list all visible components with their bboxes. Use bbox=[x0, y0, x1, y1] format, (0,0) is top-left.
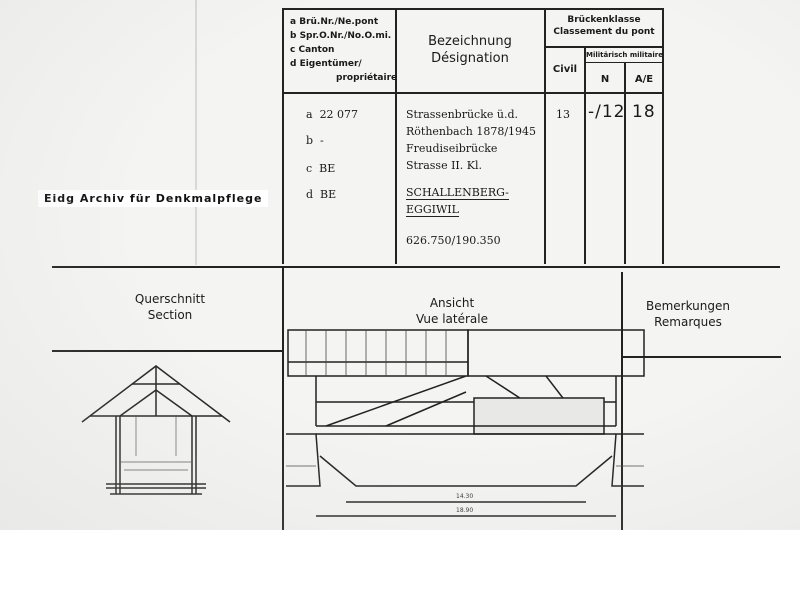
n-right-border bbox=[624, 62, 626, 264]
legend-c: c Canton bbox=[290, 45, 335, 55]
class-header: Brückenklasse Classement du pont bbox=[553, 15, 655, 37]
record-d: d BE bbox=[306, 188, 337, 201]
ae-value: 18 bbox=[632, 102, 656, 122]
military-sub-border bbox=[584, 62, 664, 63]
class-sub-border bbox=[544, 46, 664, 48]
header-bottom-border bbox=[282, 92, 664, 94]
civil-value: 13 bbox=[556, 108, 570, 121]
legend-d-fr: propriétaire bbox=[336, 73, 398, 83]
remarks-caption-border bbox=[621, 356, 781, 358]
n-header: N bbox=[600, 74, 610, 85]
designation-header: Bezeichnung Désignation bbox=[428, 34, 512, 66]
record-b: b - bbox=[306, 134, 324, 147]
designation-lines: Strassenbrücke ü.d. Röthenbach 1878/1945… bbox=[406, 108, 537, 172]
dim-span: 14.30 bbox=[456, 493, 473, 500]
section-caption: Querschnitt Section bbox=[134, 292, 206, 322]
coordinates: 626.750/190.350 bbox=[406, 234, 501, 247]
table-top-border bbox=[282, 8, 664, 10]
archive-watermark: Eidg Archiv für Denkmalpflege bbox=[38, 190, 269, 207]
record-a: a 22 077 bbox=[306, 108, 359, 121]
section-caption-border bbox=[52, 350, 282, 352]
place-name: SCHALLENBERG- EGGIWIL bbox=[406, 186, 509, 217]
drawing-top-border bbox=[52, 266, 780, 268]
view-caption: Ansicht Vue latérale bbox=[416, 296, 488, 326]
left-margin-shadow bbox=[195, 0, 197, 265]
civil-right-border bbox=[584, 48, 586, 264]
designation-left-border bbox=[395, 8, 397, 264]
n-value: -/12 bbox=[588, 102, 626, 122]
designation-right-border bbox=[544, 8, 546, 264]
table-right-border bbox=[662, 8, 664, 264]
cross-section-drawing bbox=[81, 365, 231, 495]
dim-total: 18.90 bbox=[456, 507, 473, 514]
ae-header: A/E bbox=[634, 74, 654, 85]
view-right-border bbox=[621, 272, 623, 530]
lateral-view-drawing: 14.30 18.90 bbox=[286, 329, 645, 517]
legend-b: b Spr.O.Nr./No.O.mi. bbox=[290, 31, 392, 41]
section-right-border bbox=[282, 266, 284, 530]
legend-a: a Brü.Nr./Ne.pont bbox=[290, 17, 379, 27]
remarks-caption: Bemerkungen Remarques bbox=[645, 299, 731, 329]
military-header: Militärisch militaire bbox=[586, 51, 663, 59]
record-c: c BE bbox=[306, 162, 336, 175]
civil-header: Civil bbox=[552, 64, 578, 75]
legend-d: d Eigentümer/ bbox=[290, 59, 362, 69]
table-left-border bbox=[282, 8, 284, 264]
scanned-document: a Brü.Nr./Ne.pont b Spr.O.Nr./No.O.mi. c… bbox=[0, 0, 800, 530]
